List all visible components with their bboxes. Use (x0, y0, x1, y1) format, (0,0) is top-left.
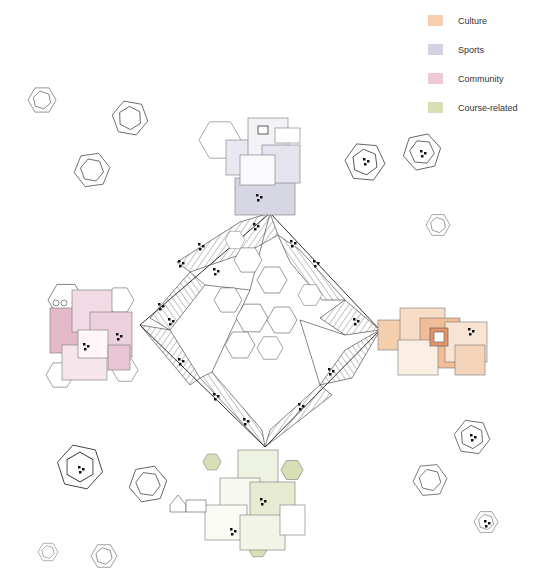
legend-text: Culture (458, 16, 487, 26)
legend-text: Course-related (458, 103, 518, 113)
legend-swatch (428, 44, 443, 55)
legend-entry: Sports (428, 35, 518, 64)
legend-swatch (428, 102, 443, 113)
legend-entry: Course-related (428, 93, 518, 122)
legend: CultureSportsCommunityCourse-related (428, 6, 518, 122)
legend-swatch (428, 73, 443, 84)
legend-text: Community (458, 74, 504, 84)
legend-entry: Culture (428, 6, 518, 35)
legend-entry: Community (428, 64, 518, 93)
legend-text: Sports (458, 45, 484, 55)
legend-swatch (428, 15, 443, 26)
